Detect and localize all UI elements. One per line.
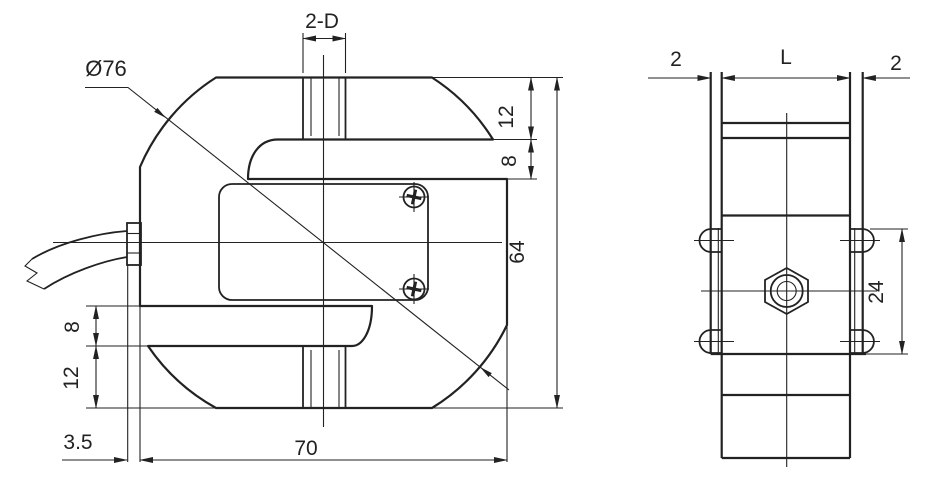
dim-bottom-arm-label: 12 bbox=[60, 366, 83, 389]
dim-gland-offset: 3.5 bbox=[62, 431, 128, 463]
side-body bbox=[710, 72, 866, 460]
dim-body-diameter: Ø76 bbox=[85, 56, 510, 391]
side-view: 2 L 2 24 bbox=[648, 46, 910, 467]
dim-overall-height: 64 bbox=[506, 76, 560, 409]
dim-top-arm-label: 12 bbox=[495, 105, 518, 128]
dim-right-plate: 2 bbox=[861, 52, 910, 81]
dim-overall-width: 70 bbox=[139, 437, 508, 463]
dim-thread-callout: 2-D bbox=[302, 10, 347, 42]
dim-lug-span-label: 24 bbox=[865, 280, 888, 304]
cable-gland bbox=[126, 222, 142, 266]
dim-upper-slot: 8 bbox=[498, 138, 534, 180]
top-tapped-hole bbox=[302, 77, 347, 140]
dim-lower-slot: 8 bbox=[61, 305, 99, 347]
lug-upper-right bbox=[840, 228, 880, 253]
dim-body-diameter-label: Ø76 bbox=[85, 56, 127, 81]
dim-left-plate-label: 2 bbox=[670, 48, 682, 71]
dim-left-plate: 2 bbox=[648, 48, 712, 81]
lug-upper-left bbox=[694, 228, 734, 253]
dim-thread-callout-label: 2-D bbox=[305, 10, 339, 33]
dim-overall-height-label: 64 bbox=[506, 240, 529, 264]
dim-lower-slot-label: 8 bbox=[61, 321, 84, 333]
bottom-tapped-hole bbox=[302, 346, 347, 408]
dim-upper-slot-label: 8 bbox=[498, 155, 521, 167]
extension-lines-front bbox=[86, 33, 563, 462]
lug-lower-left bbox=[694, 329, 734, 354]
lug-lower-right bbox=[840, 329, 880, 354]
dim-gland-offset-label: 3.5 bbox=[63, 431, 92, 454]
dim-top-arm: 12 bbox=[495, 76, 534, 141]
dim-overall-width-label: 70 bbox=[294, 437, 317, 460]
screw-top bbox=[399, 182, 429, 212]
screw-bottom bbox=[399, 274, 429, 304]
dim-right-plate-label: 2 bbox=[890, 52, 902, 75]
dim-body-width-label: L bbox=[780, 46, 792, 69]
dim-body-width: L bbox=[720, 46, 851, 81]
dim-bottom-arm: 12 bbox=[60, 345, 99, 409]
dim-lug-span: 24 bbox=[865, 228, 905, 355]
front-view: 2-D Ø76 12 8 64 8 12 bbox=[24, 10, 563, 463]
cable bbox=[24, 230, 128, 290]
